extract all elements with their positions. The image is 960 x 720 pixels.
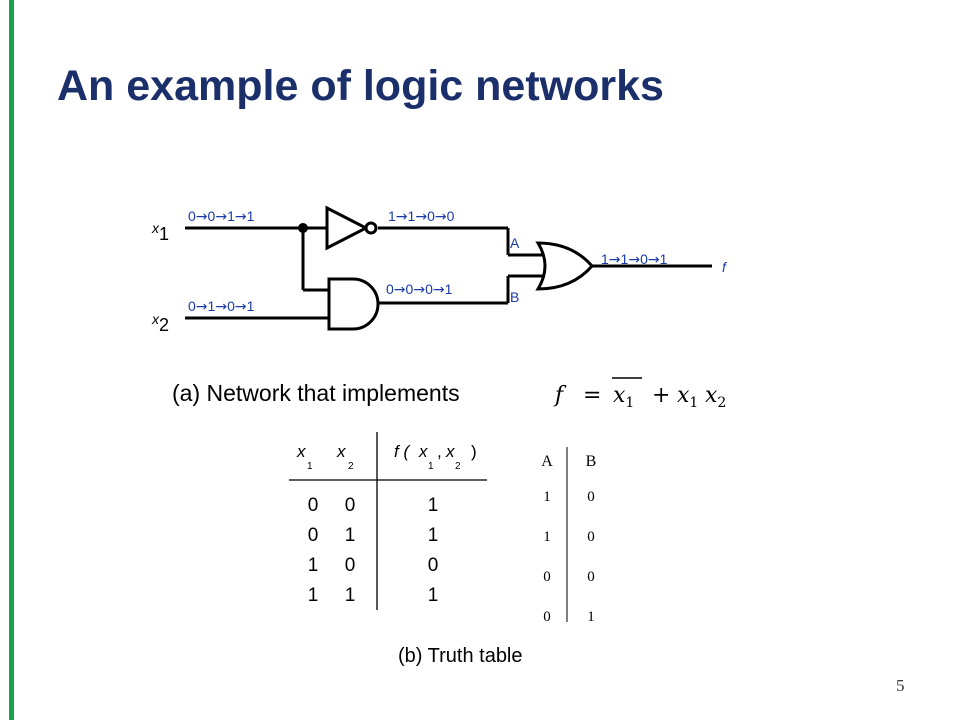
not-gate-bubble: [364, 221, 378, 235]
caption-b: (b) Truth table: [398, 645, 523, 667]
formula-equals: =: [583, 383, 601, 408]
truth-table-cell: 1: [345, 525, 356, 546]
formula-x1-bar: x1: [613, 383, 634, 411]
ab-table-cell: 0: [587, 489, 595, 505]
and-gate: [327, 277, 380, 331]
ab-table-cell: 0: [587, 529, 595, 545]
slide-title: An example of logic networks: [57, 62, 664, 110]
logic-network-diagram: x1 x2 A B f 0→0→1→1 1→1→0→0 0→0→0→1 0→1→0→1…: [151, 205, 728, 335]
node-b-label: B: [510, 289, 519, 305]
header-x2-sub: 2: [348, 461, 354, 472]
formula-f: f: [553, 383, 567, 408]
ab-table-cell: 1: [543, 489, 551, 505]
ab-table-header: B: [586, 453, 597, 470]
formula-x1: x1: [677, 383, 698, 411]
or-gate: [535, 241, 594, 291]
ab-table-cell: 0: [543, 569, 551, 585]
page-number: 5: [896, 676, 905, 695]
header-f-open: f (: [394, 442, 411, 461]
truth-table-cell: 1: [428, 585, 439, 606]
truth-table-cell: 1: [428, 495, 439, 516]
truth-table-cell: 0: [308, 525, 319, 546]
formula-x2: x2: [705, 383, 726, 411]
input-x1-label: x1: [151, 220, 169, 244]
ab-table-cell: 0: [543, 609, 551, 625]
ab-table: A B 1 0 1 0 0 0 0 1: [541, 447, 596, 625]
truth-table: x 1 x 2 f ( x 1 , x 2 ) 0 0 1 0 1 1 1 0 0 1 1 1: [289, 432, 487, 610]
not-gate-body: [325, 205, 370, 251]
node-a-label: A: [510, 235, 520, 251]
truth-table-cell: 1: [308, 555, 319, 576]
formula: f = x1 + x1 x2: [553, 377, 726, 411]
input-x2-label: x2: [151, 311, 169, 335]
header-f-x2: x: [445, 442, 455, 461]
seq-x2: 0→1→0→1: [188, 298, 255, 315]
output-f-label: f: [722, 259, 728, 275]
ab-table-cell: 1: [587, 609, 595, 625]
header-x1: x: [296, 442, 306, 461]
truth-table-cell: 0: [428, 555, 439, 576]
header-f-x2-sub: 2: [455, 461, 461, 472]
truth-table-cell: 1: [428, 525, 439, 546]
header-comma: ,: [437, 442, 442, 461]
seq-a: 1→1→0→0: [388, 208, 455, 225]
truth-table-cell: 0: [308, 495, 319, 516]
header-f-close: ): [471, 442, 477, 461]
header-x2: x: [336, 442, 346, 461]
formula-plus: +: [652, 383, 670, 408]
caption-a: (a) Network that implements: [172, 380, 460, 406]
seq-x1: 0→0→1→1: [188, 208, 255, 225]
truth-table-cell: 1: [308, 585, 319, 606]
header-f-x1: x: [418, 442, 428, 461]
header-f-x1-sub: 1: [428, 461, 434, 472]
ab-table-header: A: [541, 453, 553, 470]
not-gate: [325, 205, 378, 251]
truth-table-header: x 1 x 2 f ( x 1 , x 2 ): [296, 442, 477, 472]
ab-table-cell: 1: [543, 529, 551, 545]
truth-table-cell: 0: [345, 555, 356, 576]
junction-dot: [298, 223, 308, 233]
truth-table-cell: 1: [345, 585, 356, 606]
header-x1-sub: 1: [307, 461, 313, 472]
seq-f: 1→1→0→1: [601, 251, 668, 268]
ab-table-cell: 0: [587, 569, 595, 585]
accent-bar: [9, 0, 14, 720]
truth-table-cell: 0: [345, 495, 356, 516]
seq-b: 0→0→0→1: [386, 281, 453, 298]
